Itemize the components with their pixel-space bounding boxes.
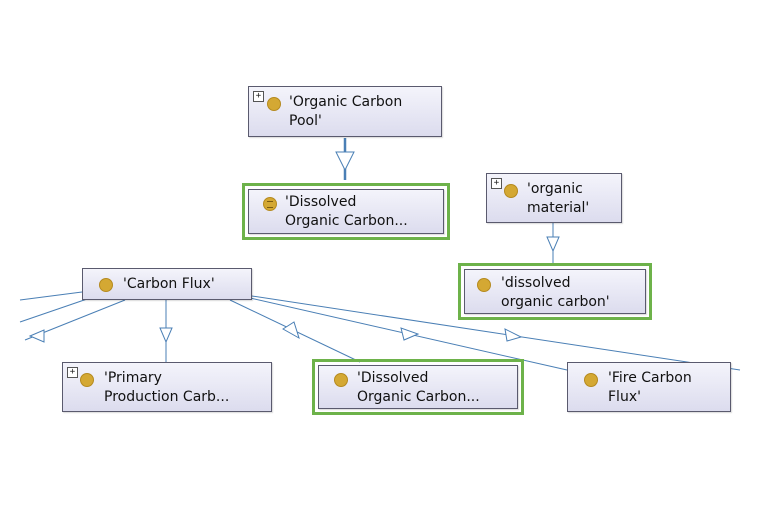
node-label: 'dissolved — [501, 275, 571, 291]
node-label: organic carbon' — [501, 294, 610, 310]
node-primary-production[interactable]: + 'Primary Production Carb... — [62, 362, 272, 412]
node-fire-carbon-flux[interactable]: 'Fire Carbon Flux' — [567, 362, 731, 412]
class-dot-icon — [99, 278, 113, 292]
node-label: 'Carbon Flux' — [123, 276, 215, 292]
plus-expand-icon[interactable]: + — [253, 91, 264, 102]
node-organic-material[interactable]: + 'organic material' — [486, 173, 622, 223]
edge-cf-to-offscreen-left-1 — [19, 291, 83, 301]
node-label: 'Fire Carbon — [608, 370, 692, 386]
node-label: 'Dissolved — [285, 194, 357, 210]
edge-cf-to-offscreen-right — [251, 295, 741, 371]
class-dot-icon — [584, 373, 598, 387]
edge-cf-to-primary — [159, 300, 173, 362]
node-label: Production Carb... — [104, 389, 230, 405]
edge-cf-to-fire — [249, 297, 568, 371]
node-dissolved-organic-carbon[interactable]: 'dissolved organic carbon' — [458, 263, 652, 320]
node-label: Organic Carbon... — [285, 213, 408, 229]
edge-cf-to-offscreen-left-3 — [24, 299, 126, 343]
edge-ocp-to-doc — [335, 138, 355, 180]
node-label: material' — [527, 200, 590, 216]
node-label: 'Dissolved — [357, 370, 429, 386]
node-label: Flux' — [608, 389, 641, 405]
node-label: 'Primary — [104, 370, 162, 386]
plus-expand-icon[interactable]: + — [491, 178, 502, 189]
node-dissolved-organic-carbon-equiv[interactable]: 'Dissolved Organic Carbon... — [242, 183, 450, 240]
node-carbon-flux[interactable]: 'Carbon Flux' — [82, 268, 252, 300]
plus-expand-icon[interactable]: + — [67, 367, 78, 378]
node-dissolved-organic-carbon-flux[interactable]: 'Dissolved Organic Carbon... — [312, 359, 524, 415]
node-label: 'organic — [527, 181, 583, 197]
node-label: Organic Carbon... — [357, 389, 480, 405]
node-label: 'Organic Carbon — [289, 94, 403, 110]
edge-cf-to-offscreen-left-2 — [19, 297, 91, 323]
class-dot-icon — [267, 97, 281, 111]
class-dot-icon — [477, 278, 491, 292]
node-organic-carbon-pool[interactable]: + 'Organic Carbon Pool' — [248, 86, 442, 137]
class-dot-icon — [334, 373, 348, 387]
equivalent-class-icon — [263, 197, 277, 211]
edge-cf-to-doc-flux — [229, 299, 361, 363]
class-dot-icon — [80, 373, 94, 387]
edge-om-to-doc — [546, 223, 560, 265]
node-label: Pool' — [289, 113, 322, 129]
class-dot-icon — [504, 184, 518, 198]
